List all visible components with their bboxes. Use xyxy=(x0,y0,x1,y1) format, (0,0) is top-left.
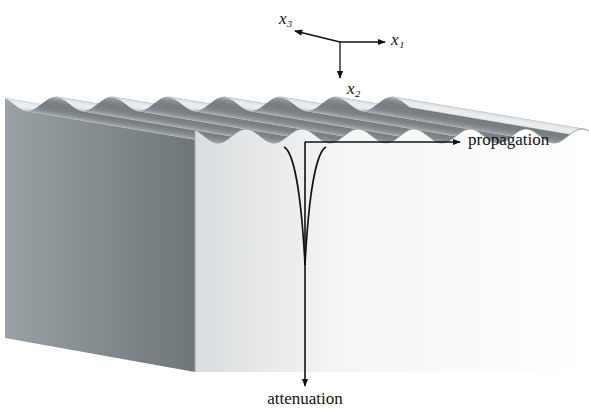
x2-axis xyxy=(339,42,340,78)
axis-label: x₃ xyxy=(279,10,292,29)
propagation-arrow xyxy=(305,141,460,143)
front-face xyxy=(195,129,589,372)
block-edge xyxy=(195,130,196,372)
x1-axis xyxy=(340,41,385,42)
decay-curve xyxy=(305,147,326,265)
direction-label: propagation xyxy=(468,131,549,150)
x3-axis xyxy=(295,31,340,42)
decay-curve xyxy=(284,147,305,265)
side-face xyxy=(5,98,195,372)
axis-label: x₁ xyxy=(391,31,404,50)
solid-block xyxy=(5,97,589,372)
axis-label: x₂ xyxy=(347,80,360,99)
annotations xyxy=(284,31,460,386)
direction-label: attenuation xyxy=(267,390,343,409)
